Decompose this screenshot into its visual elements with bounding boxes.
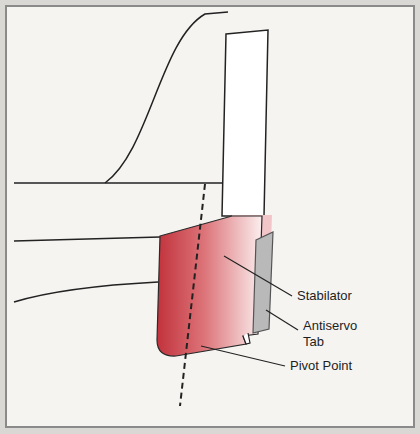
- leader-line: [201, 346, 285, 366]
- leader-line: [224, 256, 292, 296]
- part-label: Stabilator: [297, 288, 397, 304]
- leader-line: [266, 310, 298, 330]
- rudder: [222, 30, 268, 216]
- fuselage-line: [14, 182, 230, 184]
- part-label: Pivot Point: [290, 358, 400, 374]
- part-label: Antiservo Tab: [303, 318, 369, 350]
- pivot-axis: [180, 184, 205, 406]
- stabilator-lip: [243, 333, 250, 344]
- fin-leading-edge: [105, 12, 228, 183]
- rudder-area: [222, 10, 268, 215]
- fuselage-line: [14, 237, 160, 241]
- frame: [6, 6, 414, 427]
- fuselage-line: [14, 282, 158, 302]
- stabilator: [157, 216, 262, 356]
